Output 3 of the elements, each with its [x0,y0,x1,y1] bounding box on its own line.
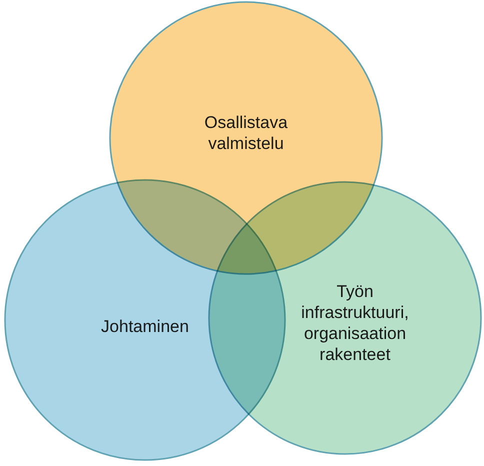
circle-label: Johtaminen [100,316,190,337]
circle-label: Työn infrastruktuuri, organisaation rakenteet [300,281,410,365]
circle-label: Osallistava valmistelu [203,112,289,154]
